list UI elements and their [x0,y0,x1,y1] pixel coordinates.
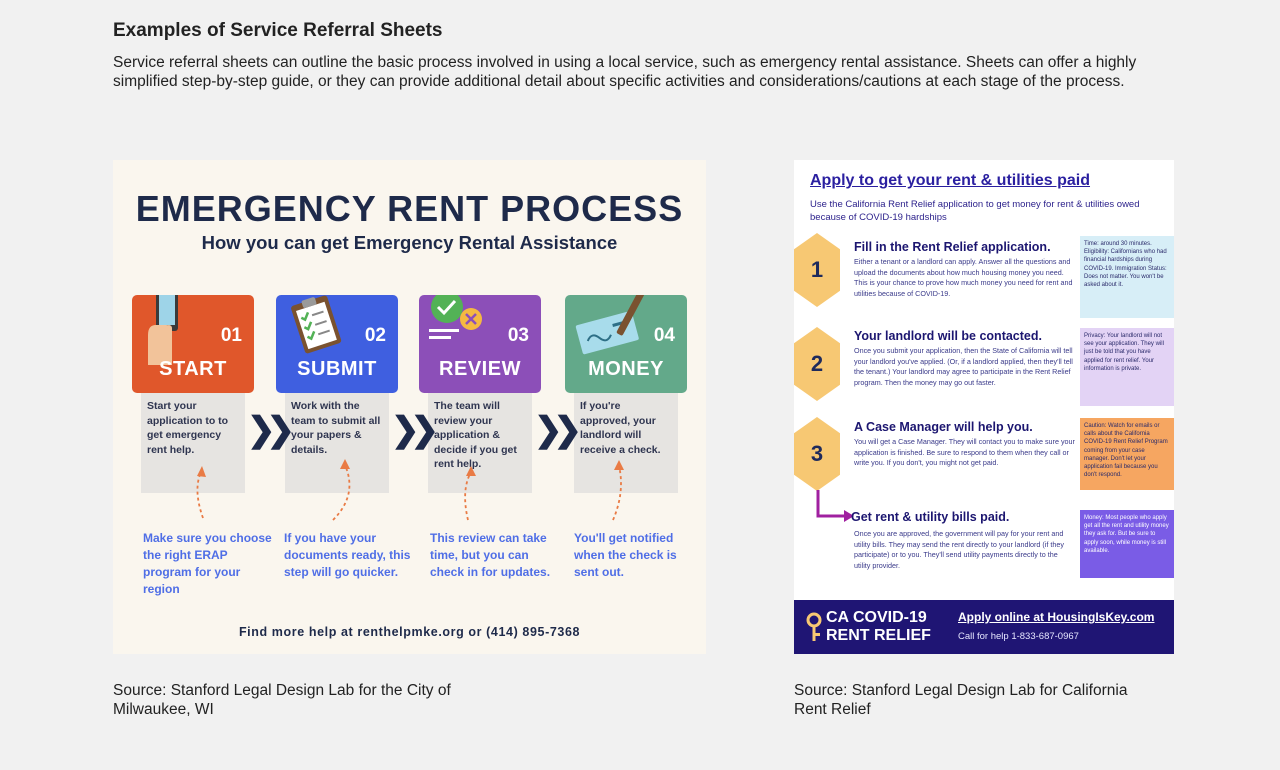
info-box: Time: around 30 minutes. Eligibility: Ca… [1080,236,1174,318]
check-pen-icon [575,295,645,355]
ca-step-text: You will get a Case Manager. They will c… [854,437,1075,467]
step-label: START [159,358,227,380]
step-description: If you're approved, your landlord will r… [574,393,678,493]
erp-subtitle: How you can get Emergency Rental Assista… [201,232,618,253]
clipboard-icon [291,295,342,354]
caution-box: Caution: Watch for emails or calls about… [1080,418,1174,490]
page-title: Examples of Service Referral Sheets [113,20,443,41]
ca-step-text: Either a tenant or a landlord can apply.… [854,257,1073,298]
step-number: 02 [364,325,386,346]
bent-arrow-icon [816,490,854,522]
step-description: Work with the team to submit all your pa… [285,393,389,493]
step-review: 03 REVIEW The team will review your appl… [419,295,541,493]
step-label: REVIEW [439,358,521,380]
step-start-header: 01 START [132,295,254,393]
ca-step-title: Get rent & utility bills paid. [851,510,1010,524]
logo-line: CA COVID-19 [826,609,927,626]
intro-paragraph: Service referral sheets can outline the … [113,54,1137,90]
dotted-arrows [196,459,624,521]
erp-title: EMERGENCY RENT PROCESS [135,188,684,229]
step-review-header: 03 REVIEW [419,295,541,393]
call-help-text: Call for help 1-833-687-0967 [958,631,1079,642]
erp-footer: Find more help at renthelpmke.org or (41… [238,625,581,639]
step-number: 03 [507,325,529,346]
ca-step-title: Your landlord will be contacted. [854,329,1042,343]
ca-intro: Use the California Rent Relief applicati… [810,199,1140,223]
ca-footer-banner: CA COVID-19 RENT RELIEF Apply online at … [794,600,1174,654]
step-hexagon: 3 [794,417,840,491]
phone-hand-icon [148,295,178,365]
step-tip: This review can take time, but you can c… [430,531,551,579]
ca-step-title: Fill in the Rent Relief application. [854,240,1051,254]
key-icon [806,612,822,641]
step-tip: You'll get notified when the check is se… [574,531,677,579]
step-hexagon: 1 [794,233,840,307]
speech-check-icon [429,295,482,339]
ca-step-text: Once you are approved, the government wi… [854,529,1064,570]
step-submit: 02 SUBMIT Work with the team to submit a… [276,295,398,493]
source-caption-right: Source: Stanford Legal Design Lab for Ca… [794,682,1128,718]
step-label: MONEY [588,358,664,380]
step-money: 04 MONEY If you're approved, your landlo… [565,295,687,493]
step-hexagon: 2 [794,327,840,401]
ca-rent-relief-image: Apply to get your rent & utilities paid … [794,160,1174,654]
step-number: 01 [220,325,242,346]
step-description: Start your application to to get emergen… [141,393,245,493]
source-caption-left: Source: Stanford Legal Design Lab for th… [113,682,451,718]
step-description: The team will review your application & … [428,393,532,493]
ca-title: Apply to get your rent & utilities paid [810,172,1091,189]
logo-line: RENT RELIEF [826,627,931,644]
money-box: Money: Most people who apply get all the… [1080,510,1174,578]
apply-online-link: Apply online at HousingIsKey.com [958,610,1155,624]
ca-step-text: Once you submit your application, then t… [854,346,1073,387]
step-label: SUBMIT [297,358,377,380]
step-tip: If you have your documents ready, this s… [284,531,411,579]
emergency-rent-process-image: EMERGENCY RENT PROCESS How you can get E… [113,160,706,654]
step-number: 04 [653,325,675,346]
ca-step-title: A Case Manager will help you. [854,420,1033,434]
step-submit-header: 02 SUBMIT [276,295,398,393]
step-money-header: 04 MONEY [565,295,687,393]
info-box: Privacy: Your landlord will not see your… [1080,328,1174,406]
step-tip: Make sure you choose the right ERAP prog… [143,531,272,596]
step-start: 01 START Start your application to to ge… [132,295,254,493]
